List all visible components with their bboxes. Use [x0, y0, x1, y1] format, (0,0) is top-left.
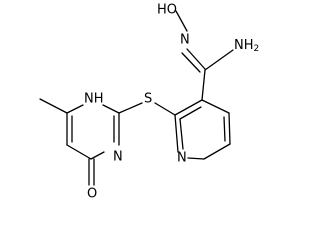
- pyridine-bond-c6-n: [187, 157, 205, 160]
- oxime-n-label: N: [180, 33, 190, 48]
- pyridine-bond-c4-c5: [228, 112, 231, 145]
- substituents: [39, 98, 95, 186]
- bond-s-pyrimidine: [118, 102, 143, 114]
- pyridine-bond-c2-c3: [174, 99, 203, 116]
- pyridine-bond-c4-c5-inner: [223, 116, 226, 142]
- bond-c-pyridine: [201, 69, 206, 101]
- sulfur-label: S: [144, 92, 152, 107]
- carbonyl-o-label: O: [87, 187, 97, 202]
- pyrimidine-nh-label: NH: [84, 92, 104, 107]
- bond-o-n: [175, 10, 188, 32]
- amine-subscript: 2: [254, 44, 260, 54]
- pyrimidine-bond-nh-c6: [66, 104, 84, 114]
- pyrimidinone-ring: [66, 104, 120, 160]
- pyridine-bond-c5-c6: [203, 143, 231, 160]
- pyridine-n-label: N: [177, 151, 187, 166]
- amine-n-text: NH: [234, 38, 254, 53]
- pyrimidine-bond-c5-c4: [66, 144, 92, 160]
- thioether-bridge: [118, 102, 176, 116]
- hydroxyl-label: HO: [157, 3, 177, 18]
- pyrimidine-bond-c4-n3: [90, 151, 105, 160]
- atom-labels: HO N NH2 S N NH N O: [84, 3, 259, 202]
- bond-n-c-double-a: [186, 48, 206, 70]
- bond-n-c-double-b: [181, 52, 201, 73]
- pyrimidine-bond-c2-nh: [102, 104, 120, 114]
- bond-c-nh2: [204, 49, 234, 71]
- bond-methyl: [39, 98, 68, 114]
- bond-c2-s: [154, 102, 176, 116]
- amidoxime-group: [175, 10, 234, 101]
- pyridine-ring: [174, 99, 231, 160]
- pyridine-bond-c3-c4: [201, 99, 230, 114]
- pyrimidine-n-label: N: [113, 150, 123, 165]
- pyridine-bond-c2-c3-inner: [179, 106, 202, 120]
- pyridine-bond-n-c2: [174, 114, 179, 153]
- amine-label: NH2: [234, 38, 259, 55]
- pyridine-bond-n-c2-inner: [179, 118, 184, 150]
- chemical-structure: HO N NH2 S N NH N O: [39, 3, 259, 202]
